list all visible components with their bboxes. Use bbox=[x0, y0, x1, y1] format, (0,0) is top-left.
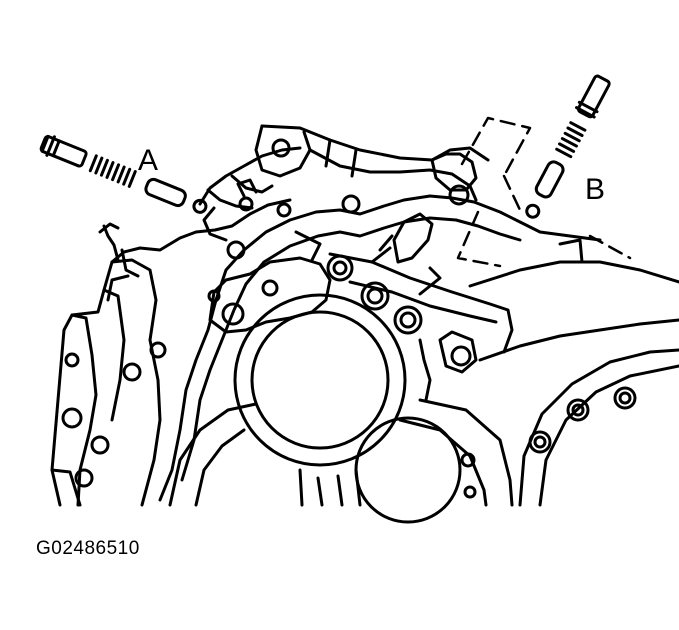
valve-b bbox=[534, 160, 565, 199]
flange-bolt bbox=[568, 400, 588, 420]
bolt-hole bbox=[76, 470, 92, 486]
flange-bolt bbox=[530, 432, 550, 452]
plug-b bbox=[577, 75, 610, 118]
callout-b: B bbox=[585, 173, 606, 206]
linkage-bolt bbox=[263, 281, 277, 295]
bolt-hole bbox=[66, 354, 78, 366]
bolt-hole bbox=[92, 437, 108, 453]
valve-a bbox=[144, 178, 187, 208]
bolt-hole bbox=[124, 364, 140, 380]
bolt-hole bbox=[151, 343, 165, 357]
case-housing-left bbox=[52, 200, 290, 505]
linkage-bolt bbox=[223, 304, 243, 324]
valve-body-cover-outline bbox=[458, 118, 630, 266]
plate-hole bbox=[343, 196, 359, 212]
bolt-hole bbox=[63, 409, 81, 427]
case-housing-right bbox=[470, 240, 679, 505]
plate-hole bbox=[273, 140, 289, 156]
plug-a bbox=[40, 136, 87, 167]
plate-hole bbox=[450, 186, 468, 204]
flange-bolt bbox=[615, 388, 635, 408]
spring-and-plug-a bbox=[39, 134, 209, 218]
plate-hole bbox=[240, 198, 252, 210]
linkage-bolt bbox=[209, 291, 219, 301]
spring-and-plug-b bbox=[521, 74, 612, 221]
linkage-bolt bbox=[362, 283, 388, 309]
check-ball-a bbox=[192, 199, 208, 215]
manual-valve-linkage bbox=[209, 214, 512, 400]
spring-b bbox=[557, 123, 585, 157]
plate-hole bbox=[228, 242, 244, 258]
main-bore bbox=[170, 295, 512, 522]
spring-a bbox=[90, 156, 135, 187]
linkage-bolt bbox=[328, 256, 352, 280]
linkage-bolt bbox=[395, 307, 421, 333]
callout-a: A bbox=[138, 144, 159, 177]
figure-id: G02486510 bbox=[36, 538, 140, 559]
check-ball-b bbox=[525, 203, 541, 219]
separator-plate bbox=[160, 126, 600, 500]
plate-hole bbox=[278, 204, 290, 216]
